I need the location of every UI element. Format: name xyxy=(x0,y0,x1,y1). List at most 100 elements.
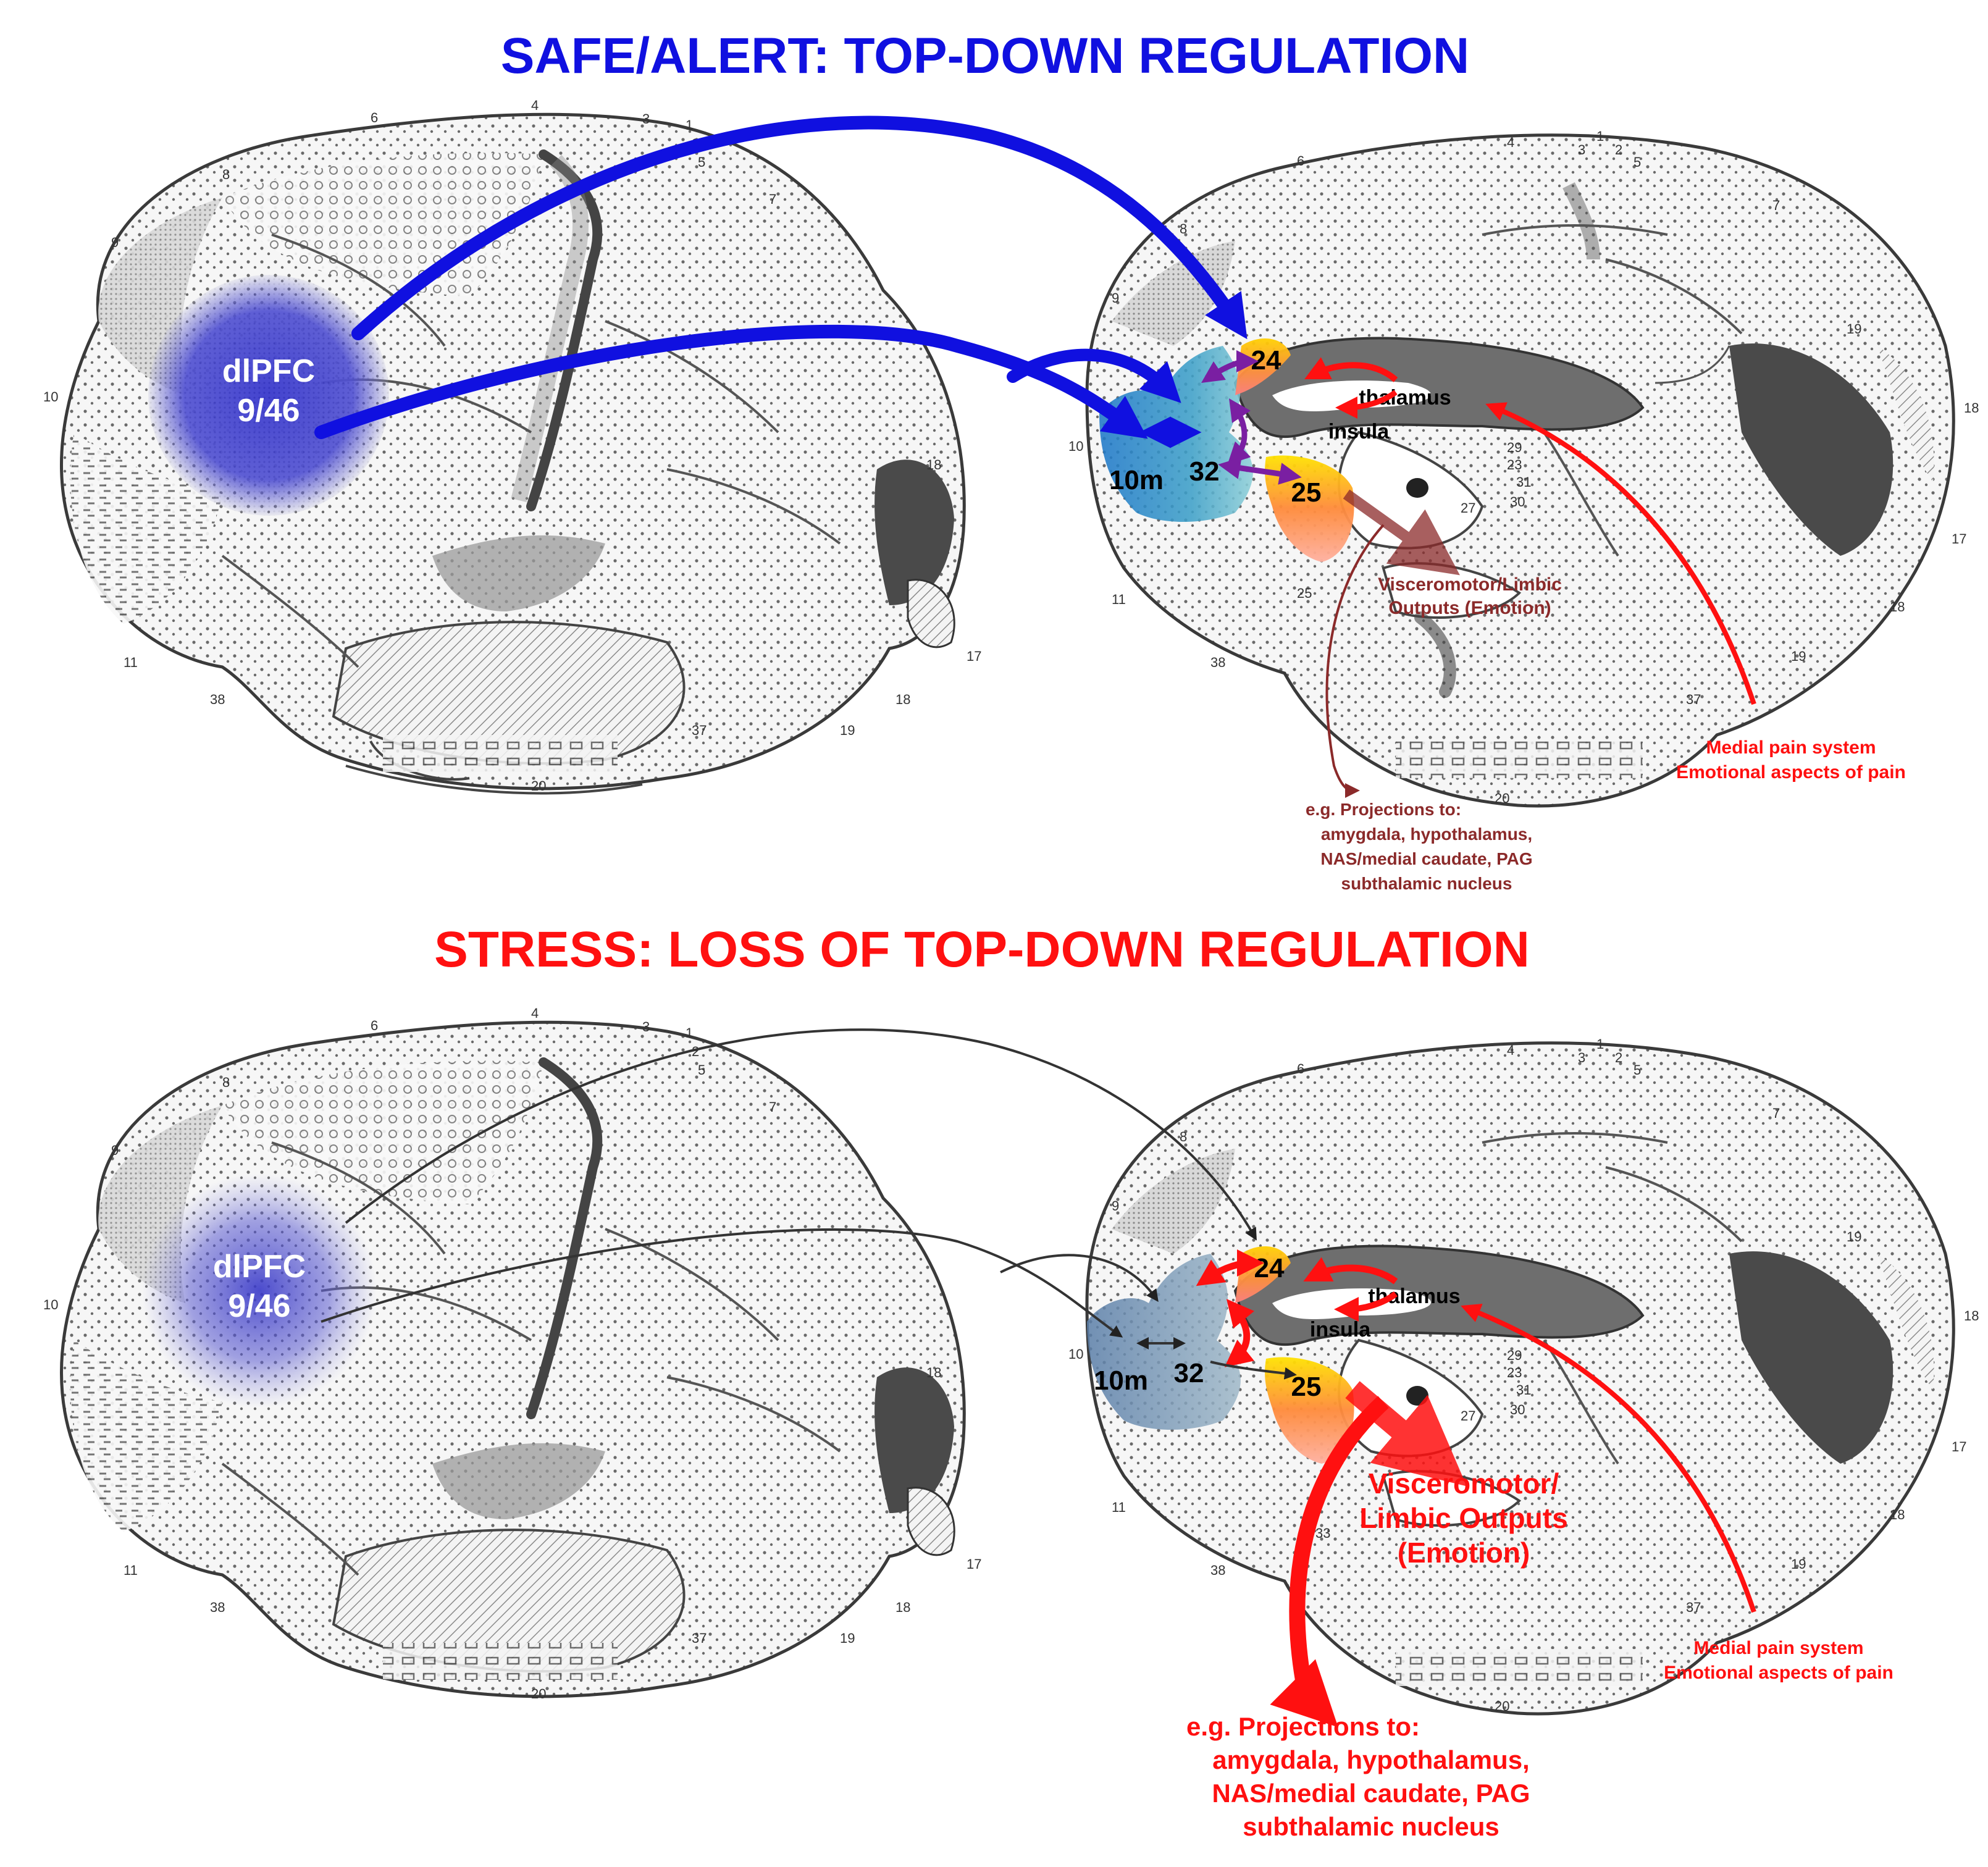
arrow-pain-to-thalamus xyxy=(1461,1303,1756,1613)
svg-text:17: 17 xyxy=(1952,531,1966,547)
arrow-thalamus-to-24 xyxy=(1304,357,1398,382)
area-32-label: 32 xyxy=(1174,1358,1204,1388)
svg-text:18: 18 xyxy=(1890,599,1905,615)
insula-label: insula xyxy=(1310,1318,1371,1341)
svg-text:8: 8 xyxy=(222,167,230,182)
red-arrows-stress xyxy=(1196,1249,1756,1613)
pain-label-line1: Medial pain system xyxy=(1706,737,1876,758)
svg-text:37: 37 xyxy=(1686,1600,1701,1615)
svg-text:6: 6 xyxy=(1297,153,1304,169)
svg-text:10: 10 xyxy=(1068,1346,1083,1362)
vmo-label-line1: Visceromotor/Limbic xyxy=(1378,574,1562,595)
svg-text:38: 38 xyxy=(210,1600,225,1615)
arrow-dlpfc-to-10m xyxy=(314,324,1148,439)
svg-text:19: 19 xyxy=(1847,321,1861,337)
svg-text:38: 38 xyxy=(1210,655,1225,670)
svg-text:33: 33 xyxy=(1315,1525,1330,1541)
svg-text:23: 23 xyxy=(1507,1365,1522,1380)
weak-top-down-lines xyxy=(321,1028,1257,1349)
svg-text:9: 9 xyxy=(1112,1198,1119,1214)
svg-text:8: 8 xyxy=(1180,1129,1187,1144)
dlpfc-area-label: 9/46 xyxy=(228,1288,290,1324)
area-24-label: 24 xyxy=(1254,1253,1285,1283)
svg-text:7: 7 xyxy=(1772,1106,1780,1121)
svg-text:17: 17 xyxy=(967,1556,981,1572)
vmo-label-line3: (Emotion) xyxy=(1398,1537,1530,1569)
svg-text:18: 18 xyxy=(926,457,941,472)
dlpfc-region-stress: dlPFC 9/46 xyxy=(142,1173,377,1408)
pain-arrows-safe xyxy=(1304,357,1756,705)
area-10m-label: 10m xyxy=(1094,1366,1148,1396)
svg-text:11: 11 xyxy=(1112,592,1126,607)
area-25-label: 25 xyxy=(1291,1372,1322,1402)
panel-stress: STRESS: LOSS OF TOP-DOWN REGULATION 643 … xyxy=(43,921,1979,1841)
svg-text:31: 31 xyxy=(1516,1382,1531,1398)
svg-text:9: 9 xyxy=(111,235,119,250)
svg-text:37: 37 xyxy=(692,723,707,738)
svg-text:18: 18 xyxy=(1964,1308,1979,1324)
svg-text:3: 3 xyxy=(1578,1050,1585,1065)
svg-text:11: 11 xyxy=(1112,1500,1126,1515)
vmo-label-line2: Limbic Outputs xyxy=(1359,1502,1567,1534)
line-dlpfc-to-10m xyxy=(321,1228,1123,1338)
pain-label-line2: Emotional aspects of pain xyxy=(1676,762,1906,782)
line-dlpfc-to-24 xyxy=(345,1028,1257,1241)
proj-line4: subthalamic nucleus xyxy=(1341,874,1512,893)
panel-stress-title: STRESS: LOSS OF TOP-DOWN REGULATION xyxy=(434,921,1530,978)
svg-text:7: 7 xyxy=(769,1099,776,1115)
svg-text:10: 10 xyxy=(43,1297,58,1312)
svg-text:7: 7 xyxy=(769,191,776,207)
pain-label-safe: Medial pain system Emotional aspects of … xyxy=(1676,737,1906,782)
svg-text:18: 18 xyxy=(926,1365,941,1380)
svg-text:20: 20 xyxy=(531,1686,546,1701)
projections-label-safe: e.g. Projections to: amygdala, hypothala… xyxy=(1306,800,1533,893)
svg-text:4: 4 xyxy=(1507,1043,1514,1058)
proj-line2: amygdala, hypothalamus, xyxy=(1321,824,1532,844)
svg-text:23: 23 xyxy=(1507,457,1522,472)
svg-text:18: 18 xyxy=(1890,1507,1905,1522)
svg-text:8: 8 xyxy=(222,1075,230,1090)
svg-text:17: 17 xyxy=(1952,1439,1966,1454)
svg-text:38: 38 xyxy=(1210,1563,1225,1578)
dlpfc-label: dlPFC xyxy=(222,353,315,389)
svg-text:3: 3 xyxy=(1578,142,1585,157)
svg-text:38: 38 xyxy=(210,692,225,707)
svg-text:19: 19 xyxy=(1791,648,1806,664)
svg-text:11: 11 xyxy=(124,1563,138,1578)
svg-text:7: 7 xyxy=(1772,198,1780,213)
svg-text:2: 2 xyxy=(1615,1050,1622,1065)
svg-text:27: 27 xyxy=(1461,1408,1475,1424)
svg-text:10: 10 xyxy=(43,389,58,405)
svg-text:27: 27 xyxy=(1461,500,1475,516)
vmo-output-safe: Visceromotor/Limbic Outputs (Emotion) xyxy=(1325,489,1562,798)
dlpfc-label: dlPFC xyxy=(213,1249,306,1285)
vmo-label-line1: Visceromotor/ xyxy=(1369,1467,1559,1500)
proj-line4: subthalamic nucleus xyxy=(1243,1812,1499,1841)
area-10m-label: 10m xyxy=(1109,465,1164,495)
svg-text:1: 1 xyxy=(686,1025,693,1041)
svg-text:3: 3 xyxy=(642,111,650,127)
svg-text:37: 37 xyxy=(692,1630,707,1646)
svg-text:30: 30 xyxy=(1510,1402,1525,1417)
svg-text:4: 4 xyxy=(531,1005,539,1021)
svg-text:29: 29 xyxy=(1507,440,1522,455)
svg-text:10: 10 xyxy=(1068,438,1083,454)
svg-text:9: 9 xyxy=(111,1143,119,1158)
insula-label: insula xyxy=(1328,420,1390,443)
svg-text:1: 1 xyxy=(1596,1036,1604,1052)
dlpfc-area-label: 9/46 xyxy=(237,393,300,429)
proj-line2: amygdala, hypothalamus, xyxy=(1212,1745,1529,1774)
svg-text:9: 9 xyxy=(1112,290,1119,306)
top-down-arrows xyxy=(314,115,1248,448)
vmo-output-stress: Visceromotor/ Limbic Outputs (Emotion) xyxy=(1270,1381,1568,1727)
panel-safe-title: SAFE/ALERT: TOP-DOWN REGULATION xyxy=(501,28,1470,84)
svg-text:18: 18 xyxy=(895,1600,910,1615)
svg-text:1: 1 xyxy=(686,117,693,133)
arrow-thalamus-to-insula xyxy=(1334,1291,1398,1322)
svg-text:18: 18 xyxy=(1964,400,1979,416)
pain-label-line2: Emotional aspects of pain xyxy=(1664,1663,1894,1683)
